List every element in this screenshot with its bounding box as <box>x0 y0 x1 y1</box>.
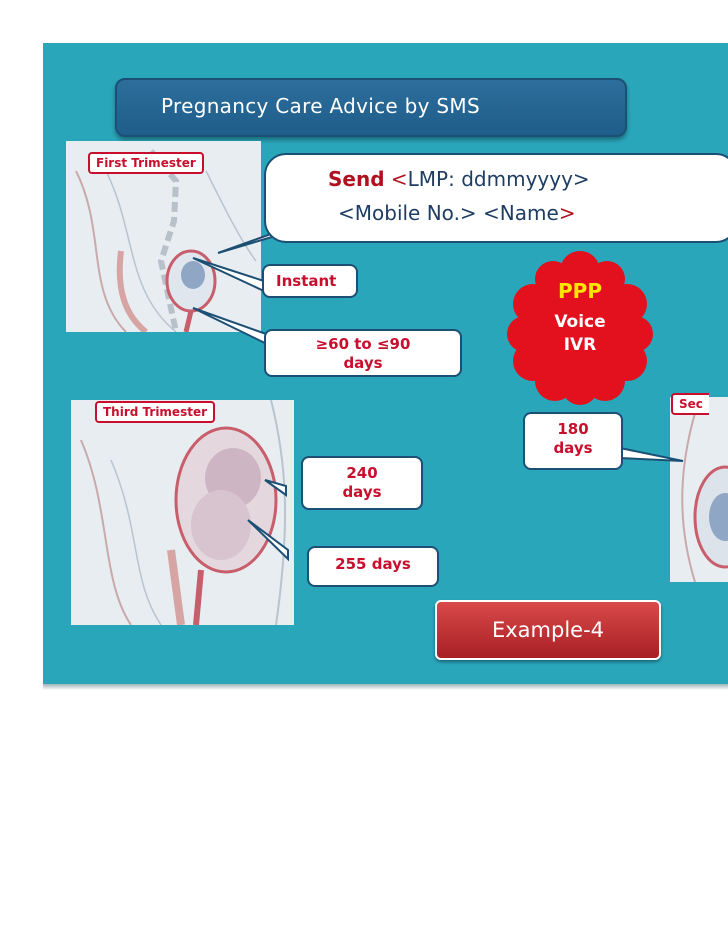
d240-line-1: 240 <box>346 464 378 482</box>
callout-60-90-days: ≥60 to ≤90 days <box>264 329 462 377</box>
first-trimester-illustration <box>75 149 257 332</box>
slide-title: Pregnancy Care Advice by SMS <box>161 94 480 118</box>
d180-line-2: days <box>553 439 593 457</box>
callout-240-days: 240 days <box>301 456 423 510</box>
bracket-close: > <box>558 201 576 225</box>
send-keyword: Send <box>328 167 385 191</box>
cloud-shape <box>507 251 653 405</box>
range-line-2: days <box>343 354 383 372</box>
callout-instant: Instant <box>262 264 358 298</box>
bracket-open: < <box>390 167 408 191</box>
third-trimester-label: Third Trimester <box>95 401 216 423</box>
lmp-format: LMP: ddmmyyyy> <box>407 167 590 191</box>
range-line-1: ≥60 to ≤90 <box>315 335 411 353</box>
cloud-ivr: IVR <box>563 335 597 355</box>
cloud-voice: Voice <box>554 312 606 332</box>
range-tail <box>192 307 270 347</box>
d255-tail <box>247 519 289 562</box>
d240-line-2: days <box>342 483 382 501</box>
second-trimester-label: Sec <box>671 393 709 415</box>
mobile-name-format: <Mobile No.> <Name <box>338 201 559 225</box>
first-trimester-label: First Trimester <box>88 152 204 174</box>
sms-format-line-2: <Mobile No.> <Name> <box>338 201 576 225</box>
d240-tail <box>264 479 287 497</box>
sms-format-box: Send <LMP: ddmmyyyy> <Mobile No.> <Name> <box>264 153 728 243</box>
d180-tail <box>619 446 684 462</box>
third-trimester-image <box>71 400 294 625</box>
second-trimester-image <box>670 397 728 582</box>
d180-line-1: 180 <box>557 420 589 438</box>
ppp-cloud: PPP Voice IVR <box>505 249 655 405</box>
slide: Pregnancy Care Advice by SMS First Trime… <box>43 43 728 684</box>
instant-tail <box>192 257 265 293</box>
cloud-ppp: PPP <box>558 279 602 303</box>
second-trimester-illustration <box>681 397 728 582</box>
sms-format-line-1: Send <LMP: ddmmyyyy> <box>328 167 590 191</box>
callout-255-days: 255 days <box>307 546 439 587</box>
callout-180-days: 180 days <box>523 412 623 470</box>
third-trimester-illustration <box>80 400 287 625</box>
example-button[interactable]: Example-4 <box>435 600 661 660</box>
slide-shadow <box>43 684 728 690</box>
title-banner: Pregnancy Care Advice by SMS <box>115 78 627 137</box>
